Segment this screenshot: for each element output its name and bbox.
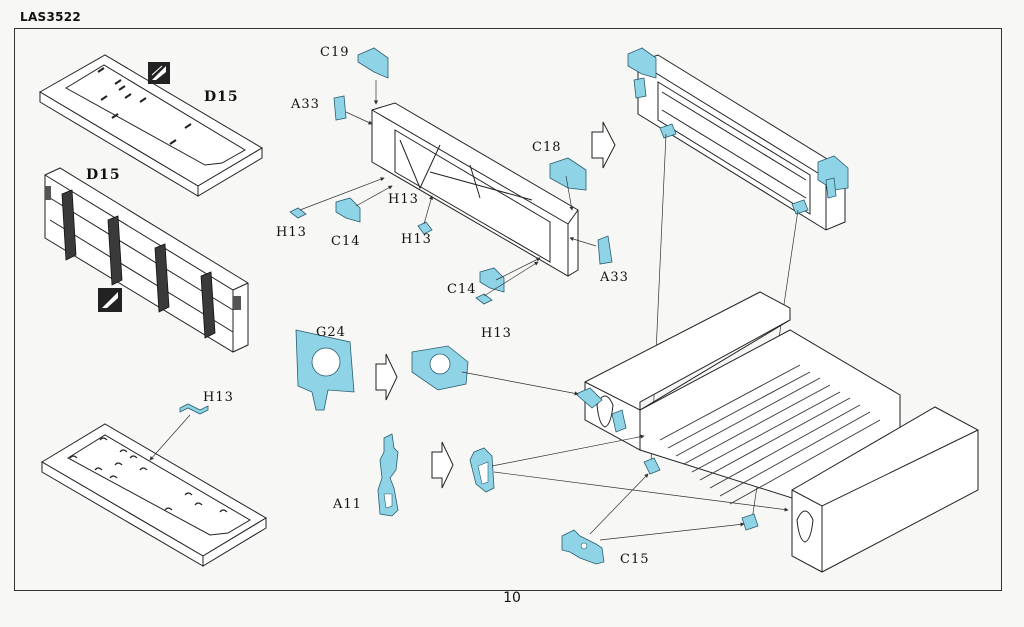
g24-etched-part xyxy=(295,329,579,411)
label-a33-left: A33 xyxy=(290,97,320,112)
page-number: 10 xyxy=(503,590,521,606)
sheet-code: LAS3522 xyxy=(20,10,82,24)
c15-etched-part xyxy=(561,473,745,565)
label-c14-a: C14 xyxy=(331,234,361,249)
label-d15-top: D15 xyxy=(204,89,239,105)
label-a33-right: A33 xyxy=(599,270,629,285)
step-arrow-2 xyxy=(375,353,398,401)
label-g24: G24 xyxy=(316,325,346,340)
label-a11: A11 xyxy=(332,497,362,512)
label-c14-b: C14 xyxy=(447,282,477,297)
bottom-floor-plate xyxy=(41,403,267,567)
step-arrow-1 xyxy=(591,121,616,169)
tailgate-frame-exploded xyxy=(289,47,613,305)
instruction-frame xyxy=(14,28,1002,591)
label-h13-left: H13 xyxy=(203,390,234,405)
label-c15: C15 xyxy=(620,552,650,567)
step-arrow-3 xyxy=(431,441,454,489)
a11-etched-part xyxy=(377,433,789,517)
d15-floor-plate xyxy=(39,54,263,197)
label-h13-b: H13 xyxy=(276,225,307,240)
truck-bed xyxy=(575,291,979,573)
label-h13-a: H13 xyxy=(388,192,419,207)
label-d15-mid: D15 xyxy=(86,167,121,183)
d15-side-rack xyxy=(44,167,249,353)
tailgate-frame-assembled xyxy=(627,47,849,231)
label-c18: C18 xyxy=(532,140,562,155)
label-c19: C19 xyxy=(320,45,350,60)
label-h13-c: H13 xyxy=(401,232,432,247)
label-h13-d: H13 xyxy=(481,326,512,341)
